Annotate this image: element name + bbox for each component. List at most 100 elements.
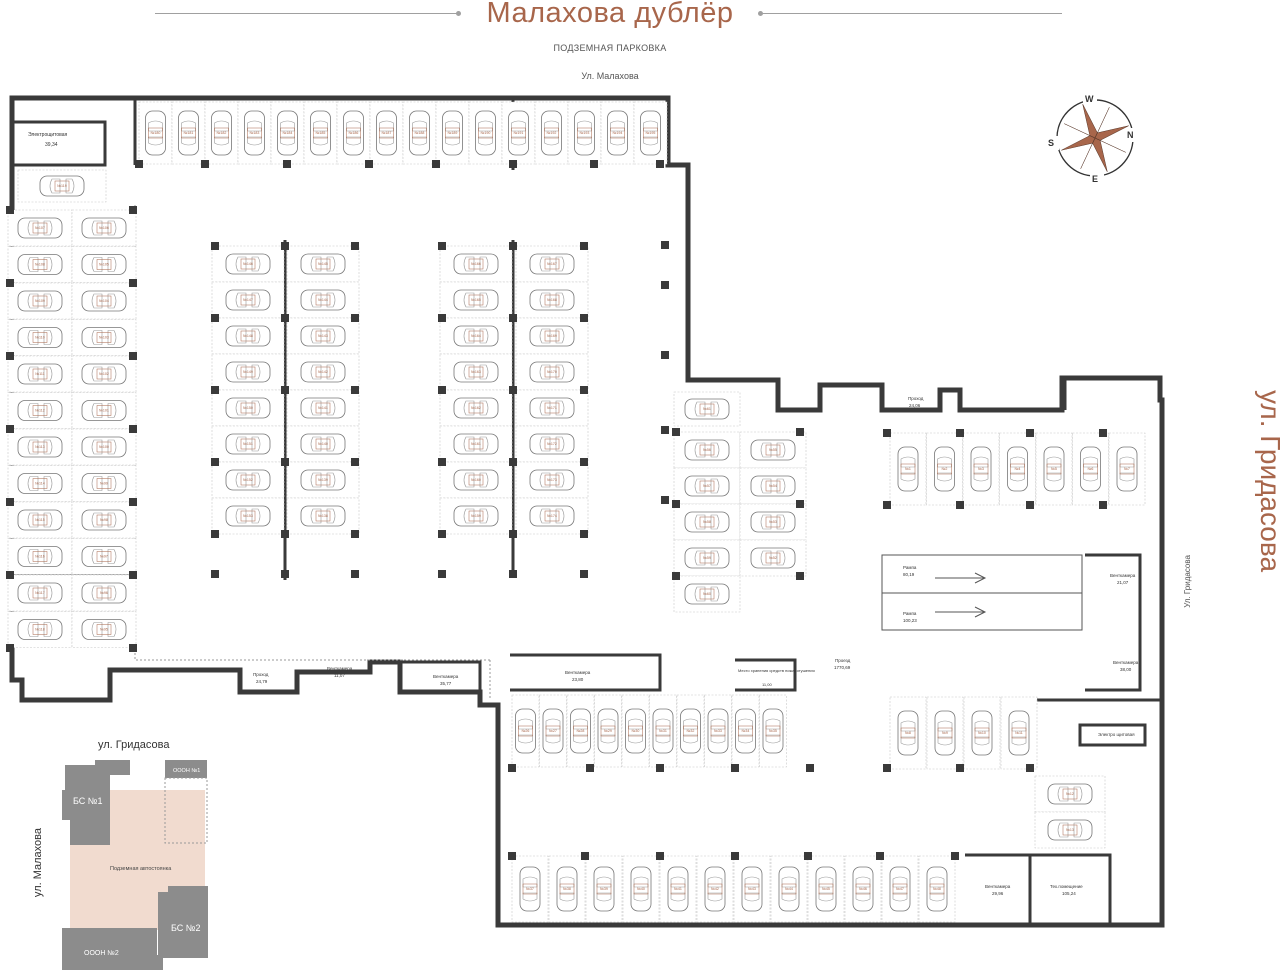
parking-spot[interactable]: №189 — [435, 101, 470, 165]
parking-spot[interactable]: №147 — [211, 281, 285, 319]
parking-spot[interactable]: №106 — [71, 209, 137, 247]
parking-spot[interactable]: №195 — [633, 101, 668, 165]
parking-spot[interactable]: №117 — [7, 574, 73, 612]
parking-spot[interactable]: №38 — [548, 855, 586, 923]
parking-spot[interactable]: №150 — [211, 389, 285, 427]
parking-spot[interactable]: №113 — [7, 428, 73, 466]
parking-spot[interactable]: №10 — [963, 696, 1001, 770]
parking-spot[interactable]: №56 — [673, 431, 741, 469]
parking-spot[interactable]: №168 — [515, 281, 589, 319]
parking-spot[interactable]: №183 — [237, 101, 272, 165]
parking-spot[interactable]: №187 — [369, 101, 404, 165]
parking-spot[interactable]: №169 — [515, 317, 589, 355]
parking-spot[interactable]: №4 — [999, 432, 1036, 506]
parking-spot[interactable]: №191 — [501, 101, 536, 165]
parking-spot[interactable]: №171 — [515, 389, 589, 427]
parking-spot[interactable]: №12 — [1034, 775, 1106, 813]
parking-spot[interactable]: №188 — [402, 101, 437, 165]
parking-spot[interactable]: №57 — [673, 467, 741, 505]
parking-spot[interactable]: №192 — [534, 101, 569, 165]
parking-spot[interactable]: №58 — [673, 503, 741, 541]
parking-spot[interactable]: №11 — [1000, 696, 1038, 770]
parking-spot[interactable]: №118 — [7, 611, 73, 648]
parking-spot[interactable]: №5 — [1035, 432, 1073, 506]
parking-spot[interactable]: №60 — [673, 575, 741, 613]
parking-spot[interactable]: №37 — [511, 855, 549, 923]
parking-spot[interactable]: №32 — [676, 694, 705, 768]
parking-spot[interactable]: №46 — [844, 855, 882, 923]
parking-spot[interactable]: №140 — [286, 425, 360, 463]
parking-spot[interactable]: №8 — [889, 696, 927, 770]
parking-spot[interactable]: №144 — [286, 281, 360, 319]
parking-spot[interactable]: №172 — [515, 425, 589, 463]
parking-spot[interactable]: №173 — [515, 461, 589, 499]
parking-spot[interactable]: №161 — [439, 425, 513, 463]
parking-spot[interactable]: №99 — [71, 465, 137, 502]
parking-spot[interactable]: №33 — [704, 694, 732, 768]
parking-spot[interactable]: №182 — [204, 101, 239, 165]
parking-spot[interactable]: №193 — [567, 101, 602, 165]
parking-spot[interactable]: №102 — [71, 355, 137, 393]
parking-spot[interactable]: №41 — [659, 855, 697, 923]
parking-spot[interactable]: №2 — [926, 432, 963, 506]
parking-spot[interactable]: №149 — [211, 353, 285, 391]
parking-spot[interactable]: №95 — [71, 611, 137, 648]
parking-spot[interactable]: №45 — [807, 855, 845, 923]
parking-spot[interactable]: №29 — [594, 694, 622, 768]
parking-spot[interactable]: №170 — [515, 353, 589, 391]
parking-spot[interactable]: №47 — [881, 855, 919, 923]
parking-spot[interactable]: №103 — [71, 319, 137, 356]
parking-spot[interactable]: №166 — [439, 245, 513, 283]
parking-spot[interactable]: №148 — [211, 317, 285, 355]
parking-spot[interactable]: №39 — [585, 855, 623, 923]
parking-spot[interactable]: №185 — [303, 101, 338, 165]
parking-spot[interactable]: №141 — [286, 389, 360, 427]
parking-spot[interactable]: №61 — [673, 391, 741, 427]
parking-spot[interactable]: №146 — [211, 245, 285, 283]
parking-spot[interactable]: №1 — [889, 432, 927, 506]
parking-spot[interactable]: №105 — [71, 246, 137, 283]
parking-spot[interactable]: №152 — [211, 461, 285, 499]
parking-spot[interactable]: №165 — [439, 281, 513, 319]
parking-spot[interactable]: №31 — [649, 694, 677, 768]
parking-spot[interactable]: №27 — [539, 694, 567, 768]
parking-spot[interactable]: №109 — [7, 282, 73, 320]
parking-spot[interactable]: №42 — [696, 855, 734, 923]
parking-spot[interactable]: №139 — [286, 461, 360, 499]
parking-spot[interactable]: №55 — [739, 431, 807, 469]
parking-spot[interactable]: №167 — [515, 245, 589, 283]
parking-spot[interactable]: №151 — [211, 425, 285, 463]
parking-spot[interactable]: №44 — [770, 855, 808, 923]
parking-spot[interactable]: №9 — [926, 696, 964, 770]
parking-spot[interactable]: №159 — [439, 497, 513, 535]
parking-spot[interactable]: №110 — [7, 319, 73, 356]
parking-spot[interactable]: №184 — [270, 101, 305, 165]
parking-spot[interactable]: №145 — [286, 245, 360, 283]
parking-spot[interactable]: №30 — [621, 694, 650, 768]
parking-spot[interactable]: №186 — [336, 101, 371, 165]
parking-spot[interactable]: №116 — [7, 538, 73, 575]
parking-spot[interactable]: №35 — [759, 694, 787, 768]
parking-spot[interactable]: №53 — [739, 503, 807, 541]
parking-spot[interactable]: №138 — [286, 497, 360, 535]
parking-spot[interactable]: №28 — [566, 694, 595, 768]
parking-spot[interactable]: №26 — [511, 694, 540, 768]
parking-spot[interactable]: №111 — [7, 355, 73, 393]
parking-spot[interactable]: №3 — [962, 432, 1000, 506]
parking-spot[interactable]: №43 — [733, 855, 771, 923]
parking-spot[interactable]: №160 — [439, 461, 513, 499]
parking-spot[interactable]: №153 — [211, 497, 285, 535]
parking-spot[interactable]: №181 — [171, 101, 206, 165]
parking-spot[interactable]: №34 — [731, 694, 760, 768]
parking-spot[interactable]: №180 — [138, 101, 173, 165]
parking-spot[interactable]: №108 — [7, 246, 73, 283]
parking-spot[interactable]: №97 — [71, 538, 137, 575]
parking-spot[interactable]: №48 — [918, 855, 956, 923]
parking-spot[interactable]: №96 — [71, 574, 137, 612]
parking-spot[interactable]: №13 — [1034, 811, 1106, 849]
parking-spot[interactable]: №190 — [468, 101, 503, 165]
parking-spot[interactable]: №6 — [1072, 432, 1109, 506]
parking-spot[interactable]: №107 — [7, 209, 73, 247]
parking-spot[interactable]: №98 — [71, 501, 137, 539]
parking-spot[interactable]: №163 — [439, 353, 513, 391]
